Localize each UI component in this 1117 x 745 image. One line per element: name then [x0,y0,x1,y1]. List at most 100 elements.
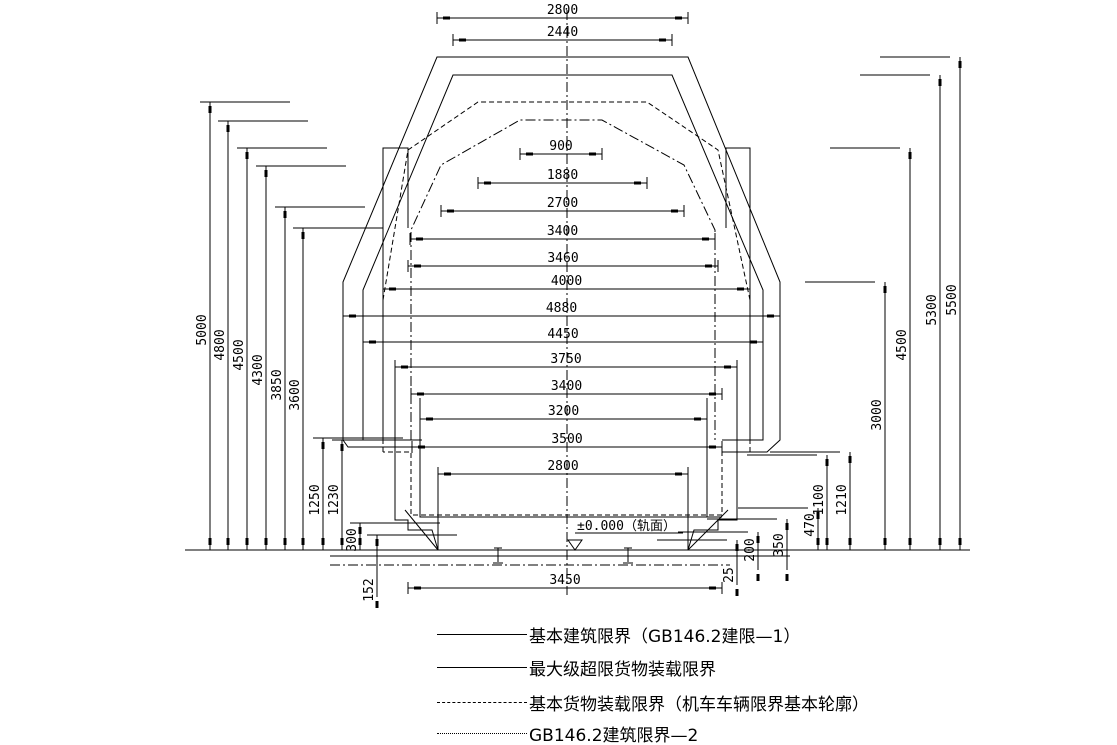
tick-mark [709,392,716,396]
tick-mark [340,444,344,451]
tick-mark [358,527,362,534]
right-chamfer [687,509,729,551]
vertical-dimension: 300 [345,522,440,552]
legend-label: GB146.2建筑限界—2 [529,726,699,745]
horizontal-dimension: 4880 [342,301,781,322]
dimension-label: 1230 [327,484,342,515]
dimension-label: 300 [345,528,360,551]
tick-mark [675,16,682,20]
tick-mark [526,152,533,156]
tick-mark [702,237,709,241]
tick-mark [908,538,912,545]
horizontal-dimension: 3750 [394,352,738,373]
tick-mark [301,538,305,545]
tick-mark [245,152,249,159]
horizontal-dimension: 4450 [362,327,764,348]
tick-mark [414,586,421,590]
left-rail-icon [493,547,503,564]
tick-mark [484,181,491,185]
horizontal-dimension: 3460 [407,251,719,272]
tick-mark [358,538,362,545]
vertical-dimension: 3850 [270,206,365,550]
vertical-dimension: 4300 [251,165,346,550]
tick-mark [301,232,305,239]
dimension-label: 25 [722,567,737,583]
vertical-dimension: 470 [738,507,820,550]
vertical-dimension: 350 [707,518,789,581]
dimension-label: 2700 [547,196,578,211]
tick-mark [709,445,716,449]
dimension-label: 4300 [251,354,266,385]
dimension-label: 1250 [308,484,323,515]
tick-mark [938,538,942,545]
vertical-dimension: 152 [362,534,457,608]
legend-item: 基本建筑限界（GB146.2建限—1） [437,622,800,647]
dimension-label: 3450 [549,573,580,588]
horizontal-dimension: 3400 [409,224,716,245]
dimension-label: 3850 [270,369,285,400]
dimension-label: 900 [549,139,572,154]
dimension-label: 3750 [550,352,581,367]
tick-mark [735,589,739,596]
tick-mark [816,538,820,545]
tick-mark [958,538,962,545]
dimension-label: 4000 [551,274,582,289]
tick-mark [785,574,789,581]
tick-mark [375,539,379,546]
tick-mark [321,442,325,449]
dimension-label: 4450 [547,327,578,342]
legend-solid-line [437,667,527,668]
vertical-dimension: 25 [657,539,739,596]
tick-mark [737,287,744,291]
tick-mark [283,538,287,545]
horizontal-dimension: 4000 [382,274,751,295]
tick-mark [283,211,287,218]
dimension-label: 1880 [547,168,578,183]
tick-mark [816,512,820,519]
tick-mark [825,459,829,466]
vertical-dimension: 3600 [288,227,383,550]
dimension-label: 3600 [288,379,303,410]
tick-mark [416,237,423,241]
tick-mark [349,314,356,318]
dimension-label: 4500 [895,329,910,360]
dimension-label: 3460 [547,251,578,266]
legend-dashdot-line [437,733,527,734]
tick-mark [264,170,268,177]
tick-mark [418,445,425,449]
tick-mark [426,417,433,421]
vertical-dimension: 5000 [195,101,290,550]
tick-mark [938,79,942,86]
tick-mark [756,536,760,543]
tick-mark [908,152,912,159]
tick-mark [589,152,596,156]
dimension-label: 5300 [925,294,940,325]
horizontal-dimension: 2440 [452,25,673,46]
tick-mark [767,314,774,318]
rail-level-label: ±0.000（轨面） [577,519,676,534]
tick-mark [694,417,701,421]
outer-building-limit-left-step [342,439,412,448]
tick-mark [447,209,454,213]
tick-mark [785,523,789,530]
tick-mark [848,538,852,545]
horizontal-dimension: 900 [519,139,603,160]
tick-mark [958,61,962,68]
legend-item: 基本货物装载限界（机车车辆限界基本轮廓） [437,690,869,715]
tick-mark [675,472,682,476]
vertical-dimension: 4500 [830,147,912,550]
lower-step-3200 [419,398,722,518]
horizontal-dimension: 2700 [440,196,685,217]
dimension-label: 4880 [546,301,577,316]
dimension-label: 3400 [547,224,578,239]
dimension-label: 470 [803,513,818,536]
legend-item: GB146.2建筑限界—2 [437,721,698,745]
tick-mark [245,538,249,545]
dimension-label: 2440 [547,25,578,40]
tick-mark [375,601,379,608]
tick-mark [264,538,268,545]
vehicle-outline-4000-right [725,147,751,440]
lower-step-3750 [394,360,738,551]
dimension-label: 1100 [812,484,827,515]
